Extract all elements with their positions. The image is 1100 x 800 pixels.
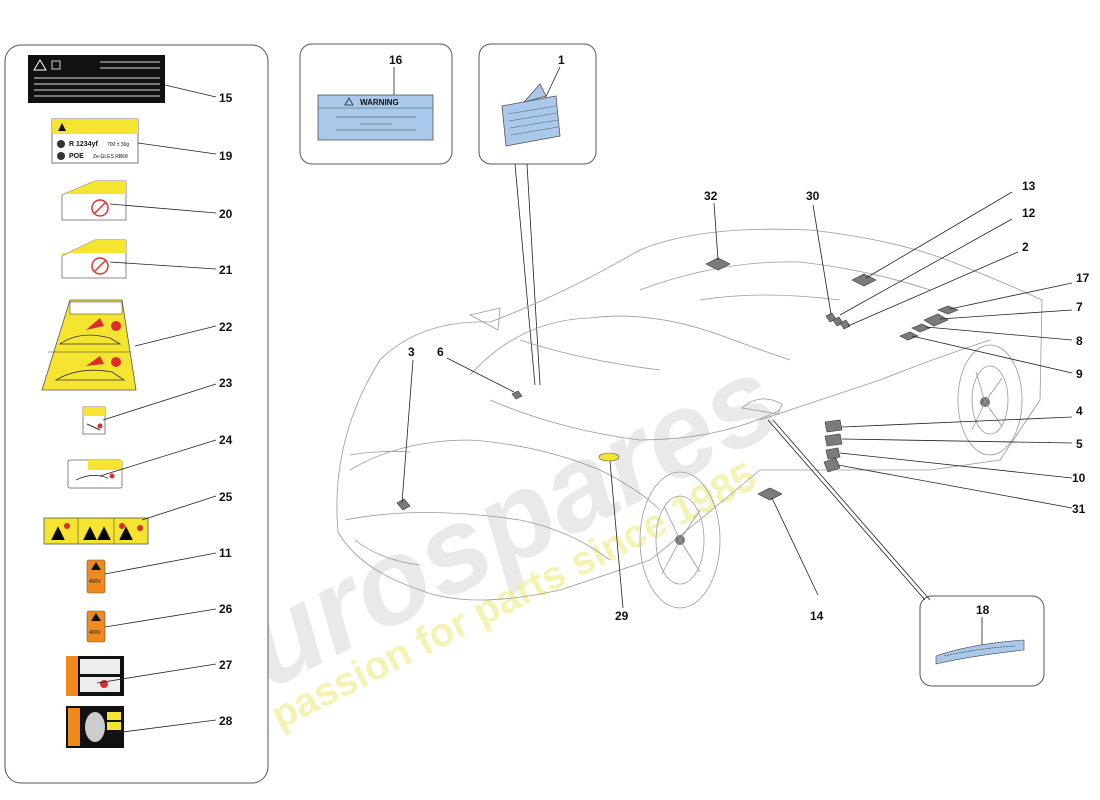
front-wheel: [639, 471, 721, 609]
callout-2: 2: [1022, 240, 1029, 254]
refrigerant-oil-label: POE: [69, 153, 84, 160]
sticker-29: [598, 452, 620, 462]
callout-5: 5: [1076, 437, 1083, 451]
legend-panel: [4, 44, 269, 784]
label-19-illustration: R 1234yf 700 ± 30g POE Ze-GLES RB68: [51, 118, 139, 164]
callout-23: 23: [219, 376, 233, 390]
label-27-illustration: [66, 656, 124, 696]
callout-17: 17: [1076, 271, 1090, 285]
sticker-6: [511, 390, 523, 400]
refrigerant-oil-type: Ze-GLES RB68: [93, 154, 128, 160]
sticker-4: [824, 419, 843, 433]
sticker-10: [825, 447, 841, 460]
callout-10: 10: [1072, 471, 1086, 485]
car-outline: [336, 228, 1043, 609]
warning-label-16: WARNING: [317, 94, 434, 141]
sticker-17: [937, 305, 959, 315]
label-22-illustration: [41, 299, 137, 391]
callout-4: 4: [1076, 404, 1083, 418]
label-25-illustration: [43, 517, 149, 545]
label-23-illustration: [82, 406, 106, 435]
sticker-5: [824, 433, 843, 447]
stickers-on-car: [396, 257, 959, 511]
voltage-label-11: 400V: [89, 579, 101, 585]
sticker-13: [851, 273, 877, 287]
callout-31: 31: [1072, 502, 1086, 516]
label-26-illustration: 400V: [86, 610, 106, 643]
label-11-illustration: 400V: [86, 559, 106, 594]
sticker-14: [757, 487, 783, 501]
sticker-32: [705, 257, 731, 271]
label-15-illustration: [28, 55, 165, 103]
callout-29: 29: [615, 609, 629, 623]
callout-20: 20: [219, 207, 233, 221]
callout-1: 1: [558, 53, 565, 67]
leader-lines: [401, 191, 1073, 609]
label-28-illustration: [66, 706, 124, 748]
callout-9: 9: [1076, 367, 1083, 381]
refrigerant-type: R 1234yf: [69, 141, 98, 148]
callout-25: 25: [219, 490, 233, 504]
callout-15: 15: [219, 91, 233, 105]
callout-13: 13: [1022, 179, 1036, 193]
callout-7: 7: [1076, 300, 1083, 314]
sticker-30-c: [839, 319, 851, 330]
callout-11: 11: [219, 546, 232, 560]
callout-12: 12: [1022, 206, 1036, 220]
callout-24: 24: [219, 433, 233, 447]
callout-19: 19: [219, 149, 233, 163]
label-20-illustration: [61, 180, 127, 221]
sticker-31: [823, 457, 841, 473]
callout-28: 28: [219, 714, 233, 728]
callout-30: 30: [806, 189, 820, 203]
label-21-illustration: [61, 239, 127, 279]
callout-14: 14: [810, 609, 824, 623]
voltage-label-26: 400V: [89, 630, 101, 636]
sticker-8: [911, 323, 931, 333]
label-24-illustration: [67, 459, 123, 489]
callout-27: 27: [219, 658, 233, 672]
sticker-3: [396, 498, 411, 511]
callout-3: 3: [408, 345, 415, 359]
callout-16: 16: [389, 53, 403, 67]
callout-26: 26: [219, 602, 233, 616]
callout-18: 18: [976, 603, 990, 617]
sticker-9: [899, 331, 919, 341]
callout-32: 32: [704, 189, 718, 203]
warning-title: WARNING: [360, 98, 399, 107]
sticker-7: [923, 313, 949, 327]
rear-wheel: [957, 344, 1023, 456]
callout-22: 22: [219, 320, 233, 334]
strip-18: [935, 639, 1025, 665]
callout-21: 21: [219, 263, 233, 277]
refrigerant-amount: 700 ± 30g: [107, 142, 129, 148]
callout-6: 6: [437, 345, 444, 359]
sheet-1: [501, 83, 561, 147]
callout-8: 8: [1076, 334, 1083, 348]
